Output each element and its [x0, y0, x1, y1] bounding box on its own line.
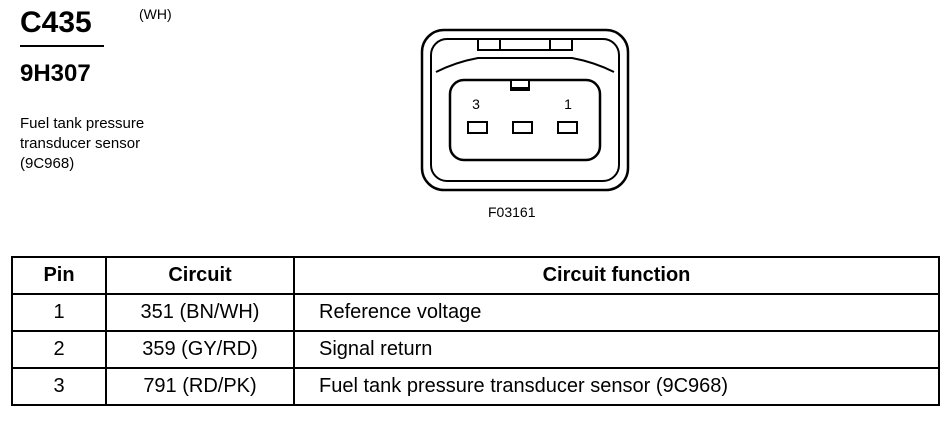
connector-diagram: 3 1	[420, 28, 630, 192]
connector-outer-shell	[420, 28, 630, 192]
terminal-housing	[448, 78, 602, 162]
description-line-1: Fuel tank pressure	[20, 115, 145, 132]
function-cell: Fuel tank pressure transducer sensor (9C…	[293, 367, 940, 406]
pin-label-3: 3	[472, 96, 480, 112]
header-pin: Pin	[11, 256, 107, 295]
connector-inner-shell	[430, 38, 620, 182]
table-row: 3 791 (RD/PK) Fuel tank pressure transdu…	[11, 367, 940, 406]
pin-table: Pin Circuit Circuit function 1 351 (BN/W…	[11, 256, 940, 406]
function-cell: Reference voltage	[293, 293, 940, 332]
table-row: 1 351 (BN/WH) Reference voltage	[11, 293, 940, 332]
connector-id-underline	[20, 45, 104, 47]
pin-cell: 1	[11, 293, 107, 332]
figure-code: F03161	[488, 204, 536, 220]
terminal-pin-3	[467, 121, 488, 134]
connector-latch	[477, 39, 573, 51]
component-description: Fuel tank pressure transducer sensor (9C…	[20, 114, 144, 174]
function-cell: Signal return	[293, 330, 940, 369]
circuit-cell: 359 (GY/RD)	[105, 330, 295, 369]
table-header-row: Pin Circuit Circuit function	[11, 256, 940, 295]
connector-id: C435	[20, 6, 92, 39]
terminal-pin-2	[512, 121, 533, 134]
pin-label-1: 1	[564, 96, 572, 112]
part-number: 9H307	[20, 60, 91, 87]
connector-color-code: (WH)	[139, 6, 172, 22]
description-line-3: (9C968)	[20, 155, 75, 172]
terminal-pin-1	[557, 121, 578, 134]
description-line-2: transducer sensor	[20, 135, 141, 152]
circuit-cell: 351 (BN/WH)	[105, 293, 295, 332]
header-circuit: Circuit	[105, 256, 295, 295]
header-circuit-function: Circuit function	[293, 256, 940, 295]
pin-cell: 2	[11, 330, 107, 369]
circuit-cell: 791 (RD/PK)	[105, 367, 295, 406]
pin-cell: 3	[11, 367, 107, 406]
polarity-key	[510, 79, 530, 91]
table-row: 2 359 (GY/RD) Signal return	[11, 330, 940, 369]
